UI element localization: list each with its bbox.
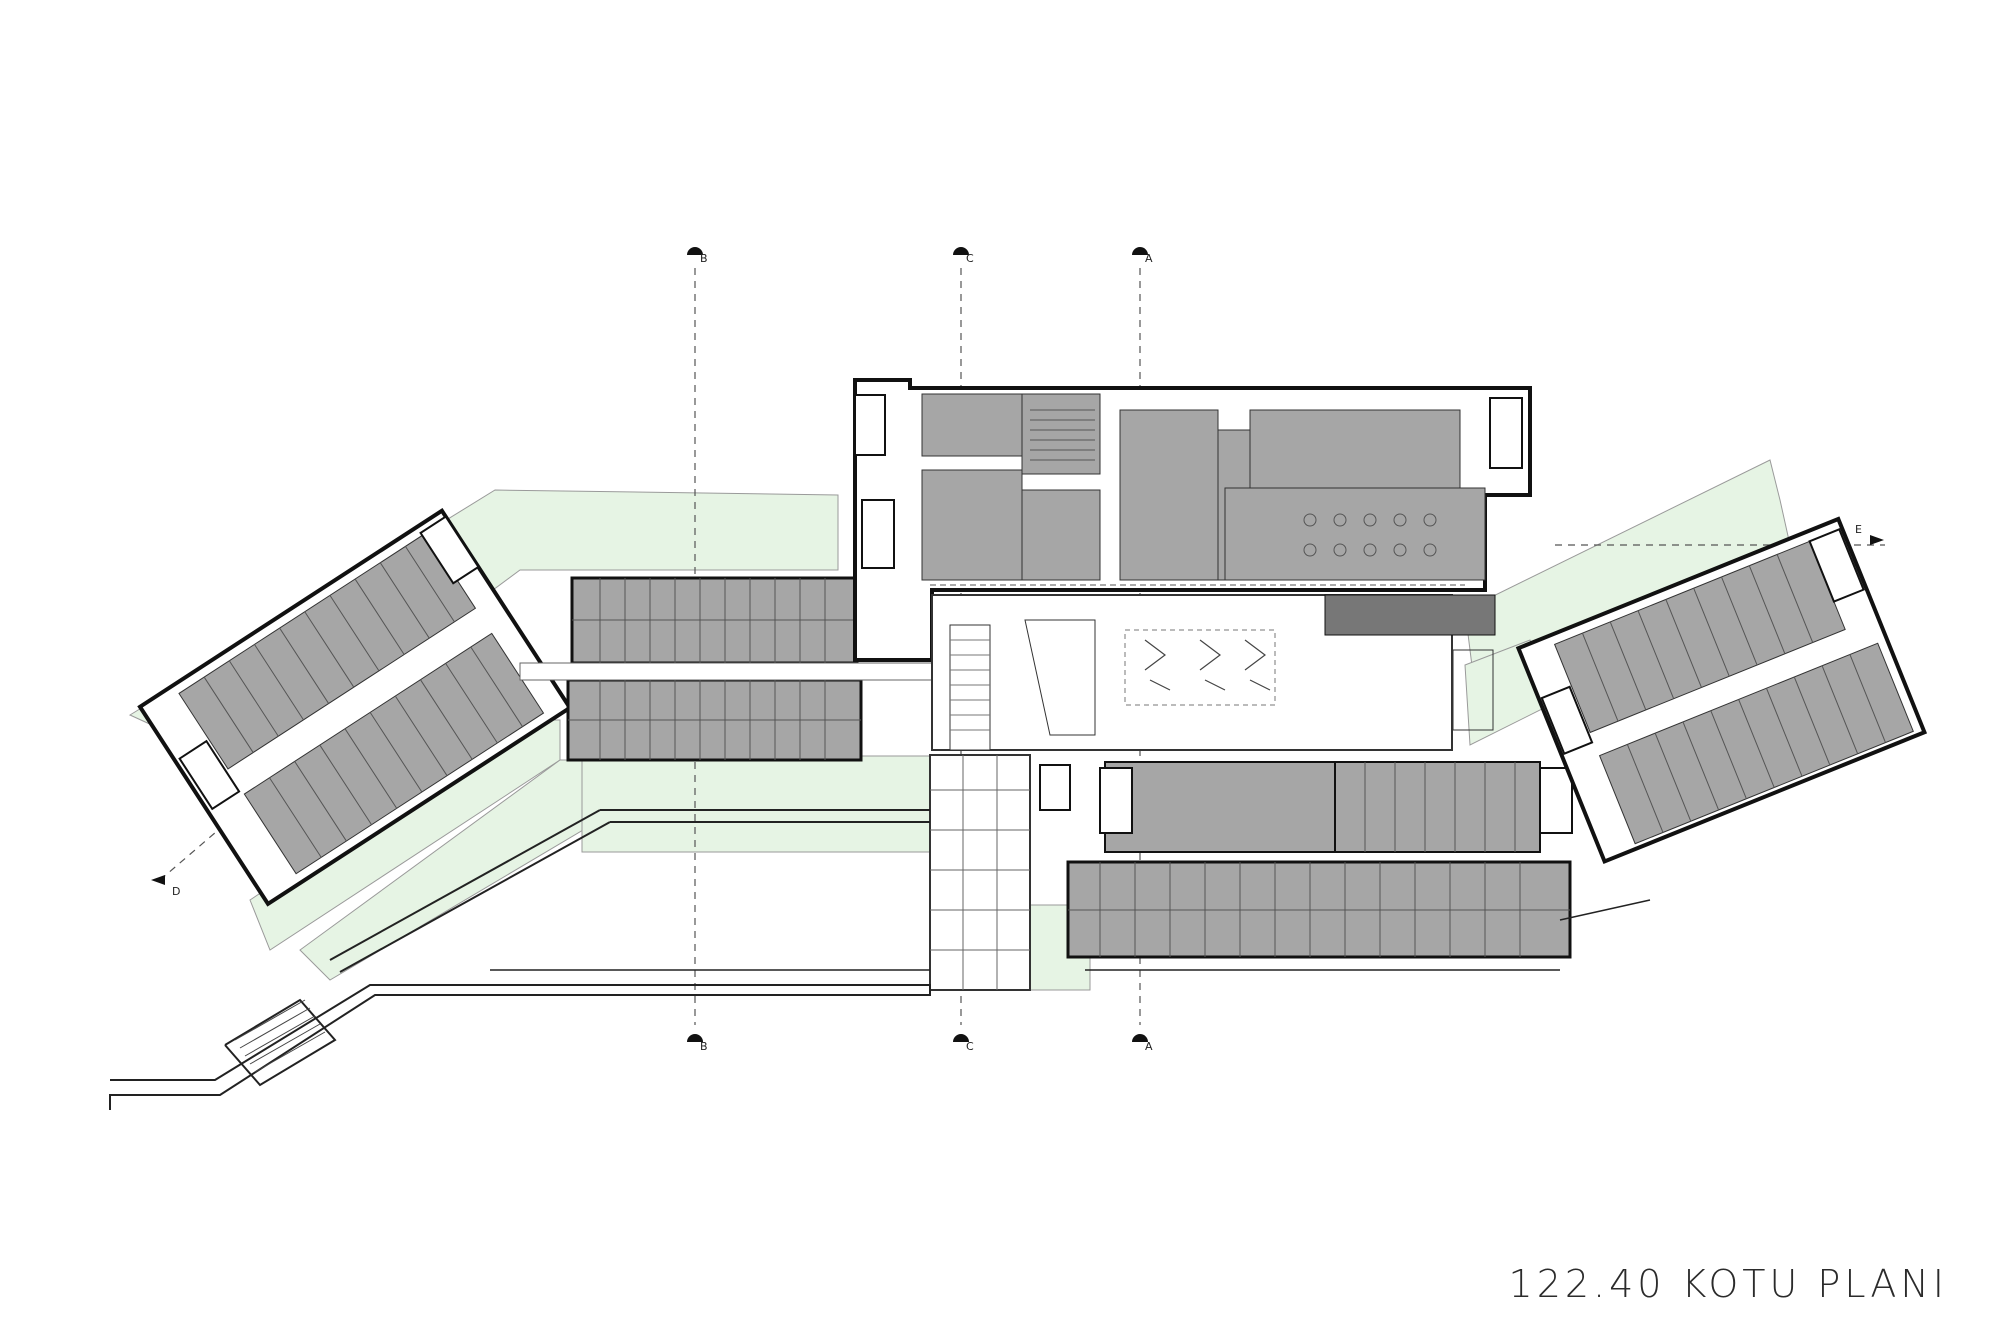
left-center-block xyxy=(519,576,941,762)
dining-hall xyxy=(1104,761,1336,853)
south-terrace-lines xyxy=(490,899,1651,971)
section-marker-c-bottom: C xyxy=(953,1034,974,1053)
ramp-stair-treads xyxy=(234,999,326,1073)
rooms-south-east xyxy=(1334,761,1541,853)
room-upper-5 xyxy=(1119,409,1219,581)
section-marker-a-top: A xyxy=(1132,247,1153,265)
atrium-stair xyxy=(949,624,991,751)
room-upper-4 xyxy=(1021,489,1101,581)
section-markers-top: B C A xyxy=(687,247,1153,265)
corridor-left-wing xyxy=(519,662,941,681)
elevator-central xyxy=(1039,764,1071,811)
room-upper-1 xyxy=(921,393,1023,457)
stair-south-west xyxy=(1099,767,1133,834)
central-south-block xyxy=(929,754,1573,991)
atrium-furniture-zone xyxy=(1124,629,1276,706)
svg-text:A: A xyxy=(1145,252,1153,265)
section-marker-b-top: B xyxy=(687,247,708,265)
plan-title: 122.40 KOTU PLANI xyxy=(1508,1262,1948,1306)
left-wing-stair-east xyxy=(419,515,480,585)
atrium-void xyxy=(1024,619,1096,736)
central-upper-block xyxy=(853,378,1532,662)
central-atrium xyxy=(931,594,1496,751)
stair-north-east xyxy=(1489,397,1523,469)
section-marker-c-top: C xyxy=(953,247,974,265)
room-upper-3 xyxy=(921,469,1023,581)
svg-text:D: D xyxy=(172,885,180,898)
room-upper-8 xyxy=(1224,487,1486,581)
right-wing-stair-west xyxy=(1540,685,1594,756)
elevator-north xyxy=(854,394,886,456)
section-marker-d-left: D xyxy=(151,875,180,898)
central-stair-core xyxy=(929,754,1031,991)
svg-text:A: A xyxy=(1145,1040,1153,1053)
left-wing-stair-west xyxy=(178,739,241,811)
right-wing xyxy=(1515,516,1928,865)
svg-text:C: C xyxy=(966,252,974,265)
perforated-screen xyxy=(1324,594,1496,636)
stair-north-west xyxy=(861,499,895,569)
room-upper-2 xyxy=(1021,393,1101,475)
svg-text:C: C xyxy=(966,1040,974,1053)
right-wing-stair-east xyxy=(1808,528,1865,603)
glass-wall-east xyxy=(1452,649,1494,731)
svg-text:B: B xyxy=(700,1040,708,1053)
stair-south-east xyxy=(1539,767,1573,834)
left-wing xyxy=(137,507,573,907)
section-markers-bottom: B C A xyxy=(687,1034,1153,1053)
ramp-structure xyxy=(109,809,931,1110)
svg-text:B: B xyxy=(700,252,708,265)
svg-text:E: E xyxy=(1855,523,1862,536)
section-marker-b-bottom: B xyxy=(687,1034,708,1053)
room-upper-7 xyxy=(1249,409,1461,489)
section-marker-e-right: E xyxy=(1855,523,1884,545)
section-marker-a-bottom: A xyxy=(1132,1034,1153,1053)
left-wing-rooms-south xyxy=(243,632,545,875)
green-area-center xyxy=(581,755,931,853)
